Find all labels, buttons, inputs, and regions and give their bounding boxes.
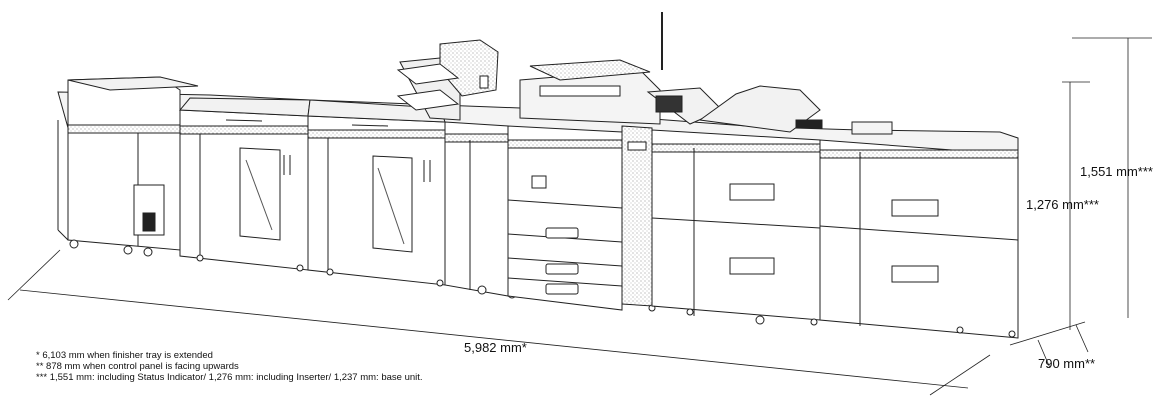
depth-dimension-label: 790 mm** [1038,356,1096,371]
footnotes: * 6,103 mm when finisher tray is extende… [36,350,423,383]
height-inserter-label: 1,276 mm*** [1026,197,1099,212]
finisher-module [57,76,199,257]
width-dimension-line [7,249,991,396]
main-engine-unit [507,12,723,311]
large-capacity-tray-1 [651,85,823,326]
height-dimension-line-inserter [1062,81,1090,330]
height-dimension-line-indicator [1072,37,1152,318]
center-tower [621,125,656,312]
footnote-1: * 6,103 mm when finisher tray is extende… [36,350,213,361]
footnote-2: ** 878 mm when control panel is facing u… [36,361,239,372]
stacker-module-1 [178,97,311,272]
stacker-module-2 [307,99,446,287]
width-dimension-label: 5,982 mm* [464,340,527,355]
interface-unit [396,39,517,299]
depth-dimension-line [1009,321,1089,369]
large-capacity-tray-2 [819,121,1019,339]
height-indicator-label: 1,551 mm*** [1080,164,1153,179]
printer-line [57,12,1019,339]
footnote-3: *** 1,551 mm: including Status Indicator… [36,372,423,383]
